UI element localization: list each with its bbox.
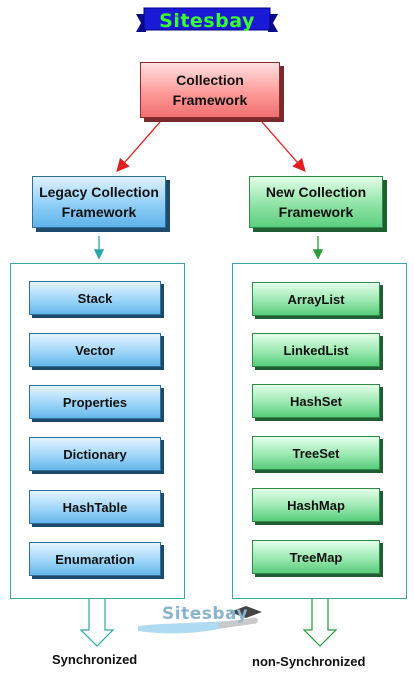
watermark-pen	[218, 617, 258, 629]
banner-title: Sitesbay	[159, 10, 255, 32]
legacy-item-stack: Stack	[29, 281, 161, 315]
arrow-root-to-new	[261, 121, 306, 172]
hollow-arrow-right	[302, 599, 338, 647]
new-collection-node: New Collection Framework	[249, 176, 383, 228]
legacy-item-dictionary: Dictionary	[29, 437, 161, 471]
new-item-treemap: TreeMap	[252, 540, 380, 574]
new-label-line2: Framework	[278, 204, 354, 220]
legacy-label-line1: Legacy Collection	[39, 184, 159, 200]
new-item-arraylist: ArrayList	[252, 282, 380, 316]
new-item-treeset: TreeSet	[252, 436, 380, 470]
new-item-hashmap: HashMap	[252, 488, 380, 522]
new-label-line1: New Collection	[265, 184, 367, 200]
arrow-root-to-legacy	[116, 121, 161, 172]
sitesbay-banner: Sitesbay	[136, 6, 278, 36]
synchronized-label: Synchronized	[52, 652, 138, 667]
new-item-hashset: HashSet	[252, 384, 380, 418]
legacy-item-properties: Properties	[29, 385, 161, 419]
legacy-item-vector: Vector	[29, 333, 161, 367]
legacy-collection-node: Legacy Collection Framework	[32, 176, 166, 228]
root-label-line2: Framework	[172, 92, 248, 108]
legacy-classes-panel: Stack Vector Properties Dictionary HashT…	[10, 263, 185, 599]
legacy-label-line2: Framework	[61, 204, 137, 220]
new-classes-panel: ArrayList LinkedList HashSet TreeSet Has…	[232, 263, 407, 599]
watermark-text: Sitesbay	[162, 604, 249, 624]
banner-ribbon	[136, 7, 278, 32]
watermark-cap	[230, 606, 262, 618]
legacy-item-hashtable: HashTable	[29, 490, 161, 524]
new-item-linkedlist: LinkedList	[252, 333, 380, 367]
root-label-line1: Collection	[176, 72, 244, 88]
non-synchronized-label: non-Synchronized	[252, 654, 366, 669]
hollow-arrow-left	[79, 599, 115, 647]
collection-framework-node: Collection Framework	[140, 62, 280, 118]
legacy-item-enumaration: Enumaration	[29, 542, 161, 576]
